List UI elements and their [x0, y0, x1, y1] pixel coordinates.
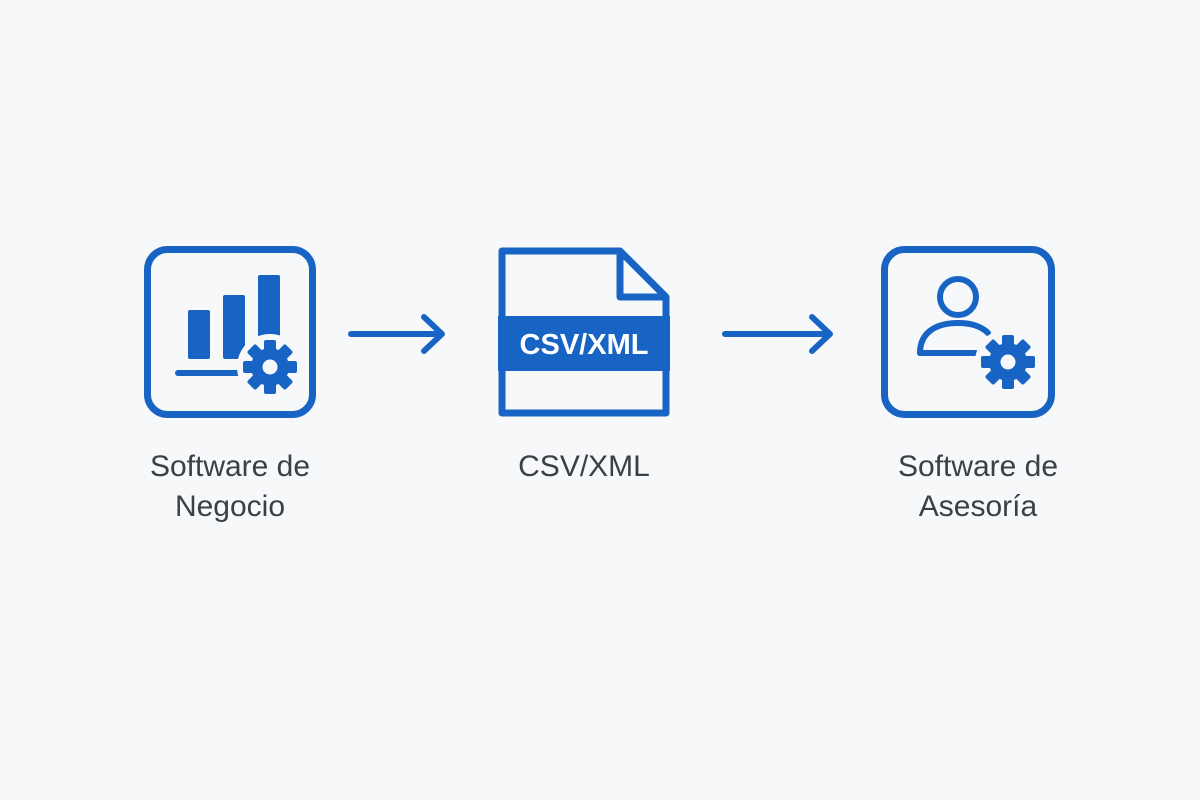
- business-software-icon-tile: [143, 245, 317, 419]
- advisor-user-gear-icon: [881, 246, 1055, 418]
- node-label-business-software: Software de Negocio: [98, 447, 362, 527]
- node-label-advisory-software: Software de Asesoría: [846, 447, 1110, 527]
- node-label-line: Negocio: [174, 490, 286, 523]
- file-badge-text: CSV/XML: [520, 329, 649, 361]
- node-label-line: CSV/XML: [518, 450, 650, 483]
- advisory-software-icon-tile: [880, 245, 1056, 419]
- business-chart-gear-icon: [144, 246, 316, 418]
- csv-xml-file-icon: CSV/XML: [498, 247, 670, 417]
- node-label-line: Software de: [897, 450, 1059, 483]
- arrow-right-icon: [348, 314, 445, 354]
- flow-arrow-2: [719, 310, 839, 358]
- flow-arrow-1: [345, 310, 450, 358]
- arrow-right-icon: [722, 314, 833, 354]
- node-label-line: Software de: [149, 450, 311, 483]
- csv-xml-file-icon-tile: CSV/XML: [494, 243, 674, 421]
- node-label-csv-xml: CSV/XML: [484, 447, 684, 487]
- node-label-line: Asesoría: [918, 490, 1038, 523]
